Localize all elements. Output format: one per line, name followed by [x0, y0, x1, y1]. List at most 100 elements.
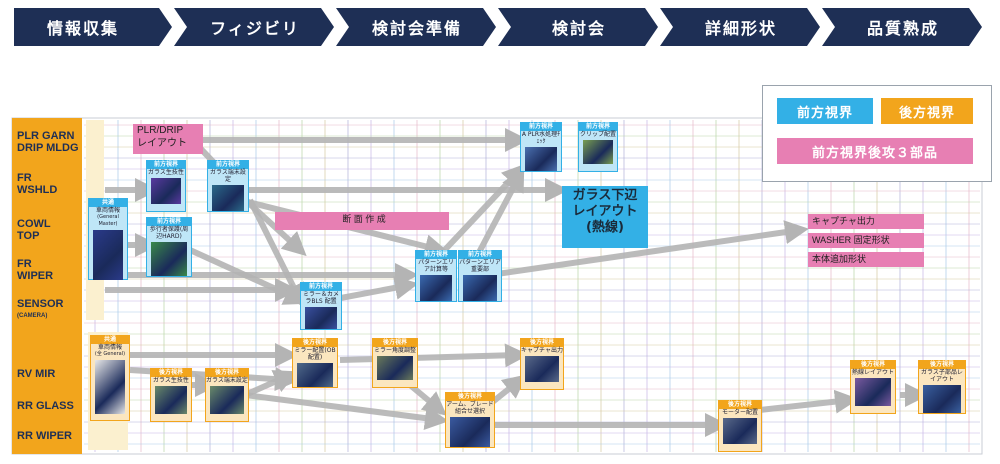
node-header: 後方視界	[851, 361, 895, 369]
node-thumbnail	[583, 140, 613, 164]
node-thumbnail	[377, 356, 413, 380]
node-subtext: (全 General)	[94, 351, 126, 357]
row-label-sensor: SENSOR(CAMERA)	[17, 298, 64, 319]
capture-output-label: キャプチャ出力	[808, 214, 924, 229]
node-thumbnail	[525, 356, 559, 382]
flow-arrow	[759, 389, 859, 414]
node-thumbnail	[855, 378, 891, 406]
phase-text: フィジビリ	[210, 19, 300, 38]
node-subtext: (General Master)	[97, 214, 119, 227]
node-header: 後方視界	[719, 401, 761, 409]
node-text: パターンエリア重要部	[459, 259, 501, 273]
node-text: キャプチャ出力	[521, 347, 563, 354]
node-header: 前方視界	[416, 251, 456, 259]
phase-text: 品質熟成	[866, 19, 939, 38]
node-header: 共通	[91, 336, 129, 344]
node-text: モーター配置	[721, 409, 758, 416]
process-node-glass-sub-layout: 後方視界ガラス子部品レイアウト	[918, 360, 966, 414]
phase-chevron	[822, 8, 982, 46]
node-text: ガラス端末設定	[206, 377, 248, 384]
washer-shape-label: WASHER 固定形状	[808, 233, 924, 248]
node-header: 後方視界	[206, 369, 248, 377]
node-text: パターンエリア計算等	[418, 259, 454, 273]
process-node-arm-blade: 後方視界アーム、ブレード組合せ選択	[445, 392, 495, 448]
flow-arrow	[339, 343, 529, 368]
node-text: ガラス端末設定	[210, 169, 246, 183]
node-thumbnail	[923, 385, 961, 413]
flow-arrow	[244, 392, 449, 430]
phase-text: 検討会	[551, 19, 606, 38]
legend: 前方視界 後方視界 前方視界後攻３部品	[762, 85, 992, 182]
flow-arrow	[243, 370, 299, 398]
node-header: 前方視界	[147, 161, 185, 169]
node-text: ガラス子部品レイアウト	[921, 369, 963, 383]
node-thumbnail	[463, 275, 497, 301]
node-text: ガラス生技性	[153, 377, 189, 384]
node-thumbnail	[723, 418, 757, 444]
glass-lower-layout-label: ガラス下辺 レイアウト (熱線)	[562, 186, 648, 248]
node-header: 前方視界	[579, 123, 617, 131]
phase-label: 情報収集	[14, 8, 152, 46]
row-label-rr-wiper: RR WIPER	[17, 430, 72, 442]
process-node-capture-out: 後方視界キャプチャ出力	[520, 338, 564, 390]
node-thumbnail	[95, 360, 125, 414]
flow-arrow	[489, 220, 809, 278]
node-header: 後方視界	[293, 339, 337, 347]
phase-text: 詳細形状	[704, 19, 777, 38]
phase-chevron-strip	[14, 8, 982, 46]
node-thumbnail	[450, 417, 490, 447]
process-node-common-front: 共通車両情報(General Master)	[88, 198, 128, 280]
legend-both: 前方視界後攻３部品	[777, 138, 973, 164]
node-thumbnail	[210, 386, 244, 414]
row-label-column	[12, 118, 82, 454]
flow-arrow	[329, 275, 419, 303]
node-header: 前方視界	[301, 283, 341, 291]
flow-arrow	[188, 247, 309, 305]
legend-front: 前方視界	[777, 98, 873, 124]
process-node-common-rear: 共通車両情報(全 General)	[90, 335, 130, 421]
flow-arrow	[408, 382, 447, 416]
phase-text: 検討会準備	[371, 19, 462, 38]
process-node-glass-end: 前方視界ガラス端末設定	[207, 160, 249, 212]
section-creation-label: 断 面 作 成	[275, 212, 449, 230]
node-thumbnail	[151, 178, 181, 204]
process-node-pattern-area-b: 前方視界パターンエリア重要部	[458, 250, 502, 302]
node-thumbnail	[93, 230, 123, 280]
node-text: アーム、ブレード組合せ選択	[446, 401, 494, 415]
node-header: 後方視界	[151, 369, 191, 377]
node-text: 車両情報	[95, 207, 120, 214]
process-node-mirror-angle: 後方視界ミラー角度調整	[372, 338, 418, 388]
node-text: クリップ配置	[579, 131, 616, 138]
phase-chevron	[174, 8, 334, 46]
node-header: 前方視界	[459, 251, 501, 259]
phase-label: 検討会準備	[348, 8, 486, 46]
node-text: A PLR水処理ﾁｪｯｸ	[521, 131, 561, 145]
process-node-thermal-layout: 後方視界熱線レイアウト	[850, 360, 896, 414]
phase-label: 検討会	[510, 8, 648, 46]
node-thumbnail	[305, 307, 337, 329]
phase-text: 情報収集	[46, 19, 119, 38]
node-header: 前方視界	[521, 123, 561, 131]
node-text: ミラー配置(OB 配置)	[294, 347, 336, 361]
node-text: ミラー角度調整	[373, 347, 416, 354]
node-header: 前方視界	[208, 161, 248, 169]
node-text: ミラー＆カメラBLS 配置	[302, 291, 339, 305]
phase-chevron	[336, 8, 496, 46]
node-header: 後方視界	[373, 339, 417, 347]
node-header: 後方視界	[446, 393, 494, 401]
node-thumbnail	[155, 386, 187, 414]
row-label-rv-mir: RV MIR	[17, 368, 56, 380]
process-node-clip: 前方視界クリップ配置	[578, 122, 618, 172]
row-label-rr-glass: RR GLASS	[17, 400, 74, 412]
node-header: 前方視界	[147, 218, 191, 226]
body-add-shape-label: 本体追加形状	[808, 252, 924, 267]
node-header: 後方視界	[919, 361, 965, 369]
node-thumbnail	[525, 147, 557, 171]
node-thumbnail	[420, 275, 452, 301]
node-thumbnail	[151, 242, 187, 276]
process-node-mirror-cam: 前方視界ミラー＆カメラBLS 配置	[300, 282, 342, 330]
phase-chevron	[660, 8, 820, 46]
